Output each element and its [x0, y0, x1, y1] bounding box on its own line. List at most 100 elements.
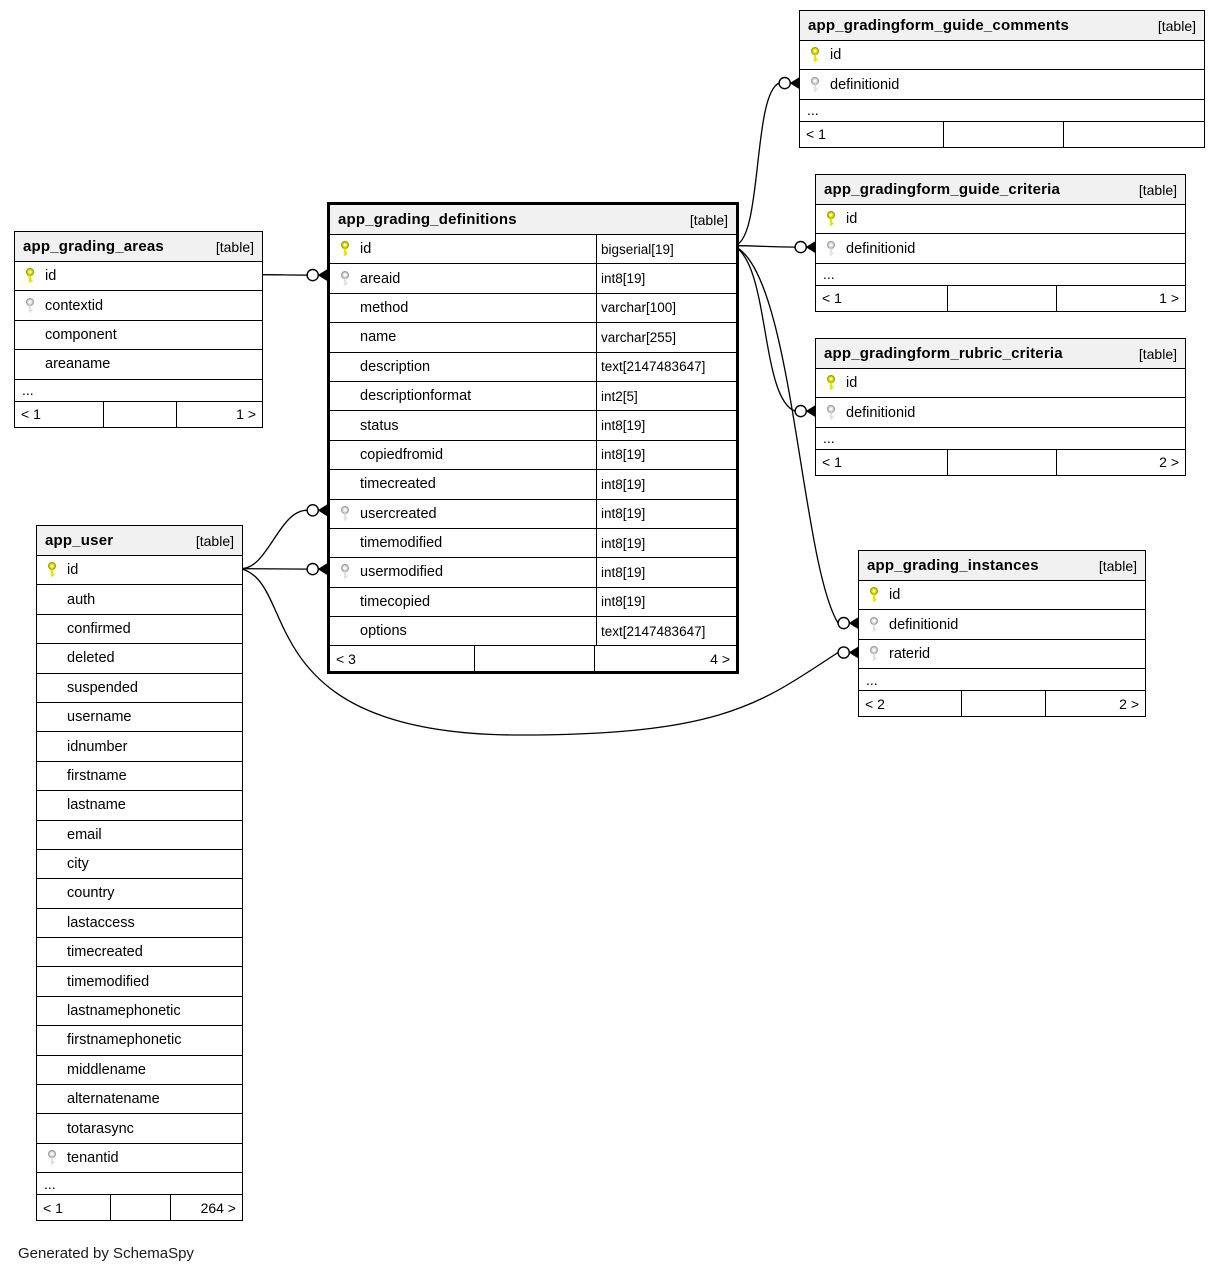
column-row-lastname: lastname	[37, 790, 242, 819]
column-row-tenantid: tenantid	[37, 1142, 242, 1172]
column-row-timecreated: timecreated int8[19]	[330, 469, 736, 499]
parents-count: < 2	[865, 695, 885, 712]
column-name: timemodified	[67, 973, 150, 990]
table-header: app_gradingform_rubric_criteria[table]	[816, 339, 1185, 368]
column-name: totarasync	[67, 1120, 134, 1137]
table-name[interactable]: app_gradingform_guide_comments	[808, 17, 1070, 34]
table-header: app_grading_instances[table]	[859, 551, 1145, 580]
column-name: definitionid	[846, 240, 916, 257]
column-name: id	[67, 562, 79, 579]
key-cell	[800, 76, 830, 94]
table-name[interactable]: app_grading_areas	[23, 238, 164, 255]
column-type: int8[19]	[596, 499, 736, 528]
column-name: id	[830, 47, 842, 64]
column-row-idnumber: idnumber	[37, 731, 242, 760]
column-row-totarasync: totarasync	[37, 1113, 242, 1142]
key-cell	[37, 561, 67, 579]
column-type: int8[19]	[596, 470, 736, 499]
column-type: int8[19]	[596, 528, 736, 558]
key-cell	[816, 404, 846, 422]
primary-key-icon	[826, 211, 836, 226]
column-name: tenantid	[67, 1150, 119, 1166]
column-name: deleted	[67, 650, 115, 667]
key-cell	[859, 645, 889, 663]
table-tag: [table]	[689, 211, 728, 228]
table-name[interactable]: app_gradingform_rubric_criteria	[824, 345, 1063, 362]
column-name: status	[360, 417, 399, 434]
footer-spacer	[102, 401, 176, 427]
column-row-auth: auth	[37, 584, 242, 613]
column-name: timecreated	[360, 476, 436, 493]
table-name[interactable]: app_grading_instances	[867, 557, 1039, 574]
column-row-alternatename: alternatename	[37, 1084, 242, 1113]
column-row-areaid: areaid int8[19]	[330, 263, 736, 293]
column-name: idnumber	[67, 738, 128, 755]
primary-key-icon	[340, 241, 350, 256]
parents-count: < 1	[806, 126, 826, 143]
column-row-definitionid: definitionid	[816, 397, 1185, 426]
column-name: lastaccess	[67, 914, 135, 931]
zero-or-one-dot	[778, 76, 792, 90]
column-name: id	[846, 211, 858, 228]
table-header: app_grading_definitions [table]	[330, 205, 736, 234]
primary-key-icon	[810, 47, 820, 62]
parents-count: < 1	[21, 406, 41, 423]
column-row-timemodified: timemodified	[37, 966, 242, 995]
children-count: 1 >	[175, 401, 262, 427]
column-row-component: component	[15, 319, 262, 349]
key-cell	[15, 297, 45, 315]
column-row-firstname: firstname	[37, 760, 242, 790]
table-name[interactable]: app_grading_definitions	[338, 211, 517, 228]
zero-or-one-dot	[794, 404, 808, 418]
foreign-key-icon	[810, 76, 820, 92]
relationship-count-row: < 3 4 >	[330, 645, 736, 672]
table-header: app_user[table]	[37, 526, 242, 555]
table-name[interactable]: app_user	[45, 532, 114, 549]
children-count: 264 >	[170, 1195, 242, 1221]
column-row-areaname: areaname	[15, 349, 262, 378]
column-name: firstnamephonetic	[67, 1032, 182, 1049]
generator-credit: Generated by SchemaSpy	[18, 1245, 194, 1262]
more-columns-row: ...	[816, 262, 1185, 285]
zero-or-one-dot	[837, 616, 851, 630]
column-name: city	[67, 856, 89, 873]
more-columns-row: ...	[800, 98, 1204, 121]
column-name: middlename	[67, 1061, 146, 1078]
column-row-id: id	[816, 204, 1185, 233]
fk-edge-app_grading_areas.id-to-app_grading_definitions.areaid	[260, 268, 328, 282]
zero-or-one-dot	[306, 562, 320, 576]
footer-spacer	[474, 646, 594, 672]
column-row-definitionid: definitionid	[859, 609, 1145, 638]
column-row-id: id	[15, 261, 262, 290]
column-name: areaname	[45, 356, 111, 373]
fk-edge-app_grading_definitions.id-to-app_gradingform_rubric_criteria.definitionid	[732, 245, 816, 418]
column-name: areaid	[360, 270, 401, 287]
column-type: int8[19]	[596, 264, 736, 293]
parents-count: < 3	[336, 650, 356, 667]
column-name: usermodified	[360, 564, 444, 581]
key-cell	[330, 505, 360, 523]
foreign-key-icon	[340, 270, 350, 286]
children-count: 4 >	[593, 646, 736, 672]
key-cell	[859, 586, 889, 604]
more-columns-row: ...	[37, 1172, 242, 1194]
column-name: timemodified	[360, 535, 443, 552]
column-name: copiedfromid	[360, 446, 444, 463]
column-name: id	[45, 268, 57, 285]
column-name: timecopied	[360, 593, 431, 610]
foreign-key-icon	[47, 1149, 57, 1165]
table-name[interactable]: app_gradingform_guide_criteria	[824, 181, 1061, 198]
fk-edge-app_user.id-to-app_grading_definitions.usermodified	[240, 562, 328, 576]
column-name: method	[360, 299, 409, 316]
column-type: int8[19]	[596, 411, 736, 440]
column-row-contextid: contextid	[15, 290, 262, 319]
column-name: auth	[67, 591, 96, 608]
column-row-id: id	[37, 555, 242, 584]
